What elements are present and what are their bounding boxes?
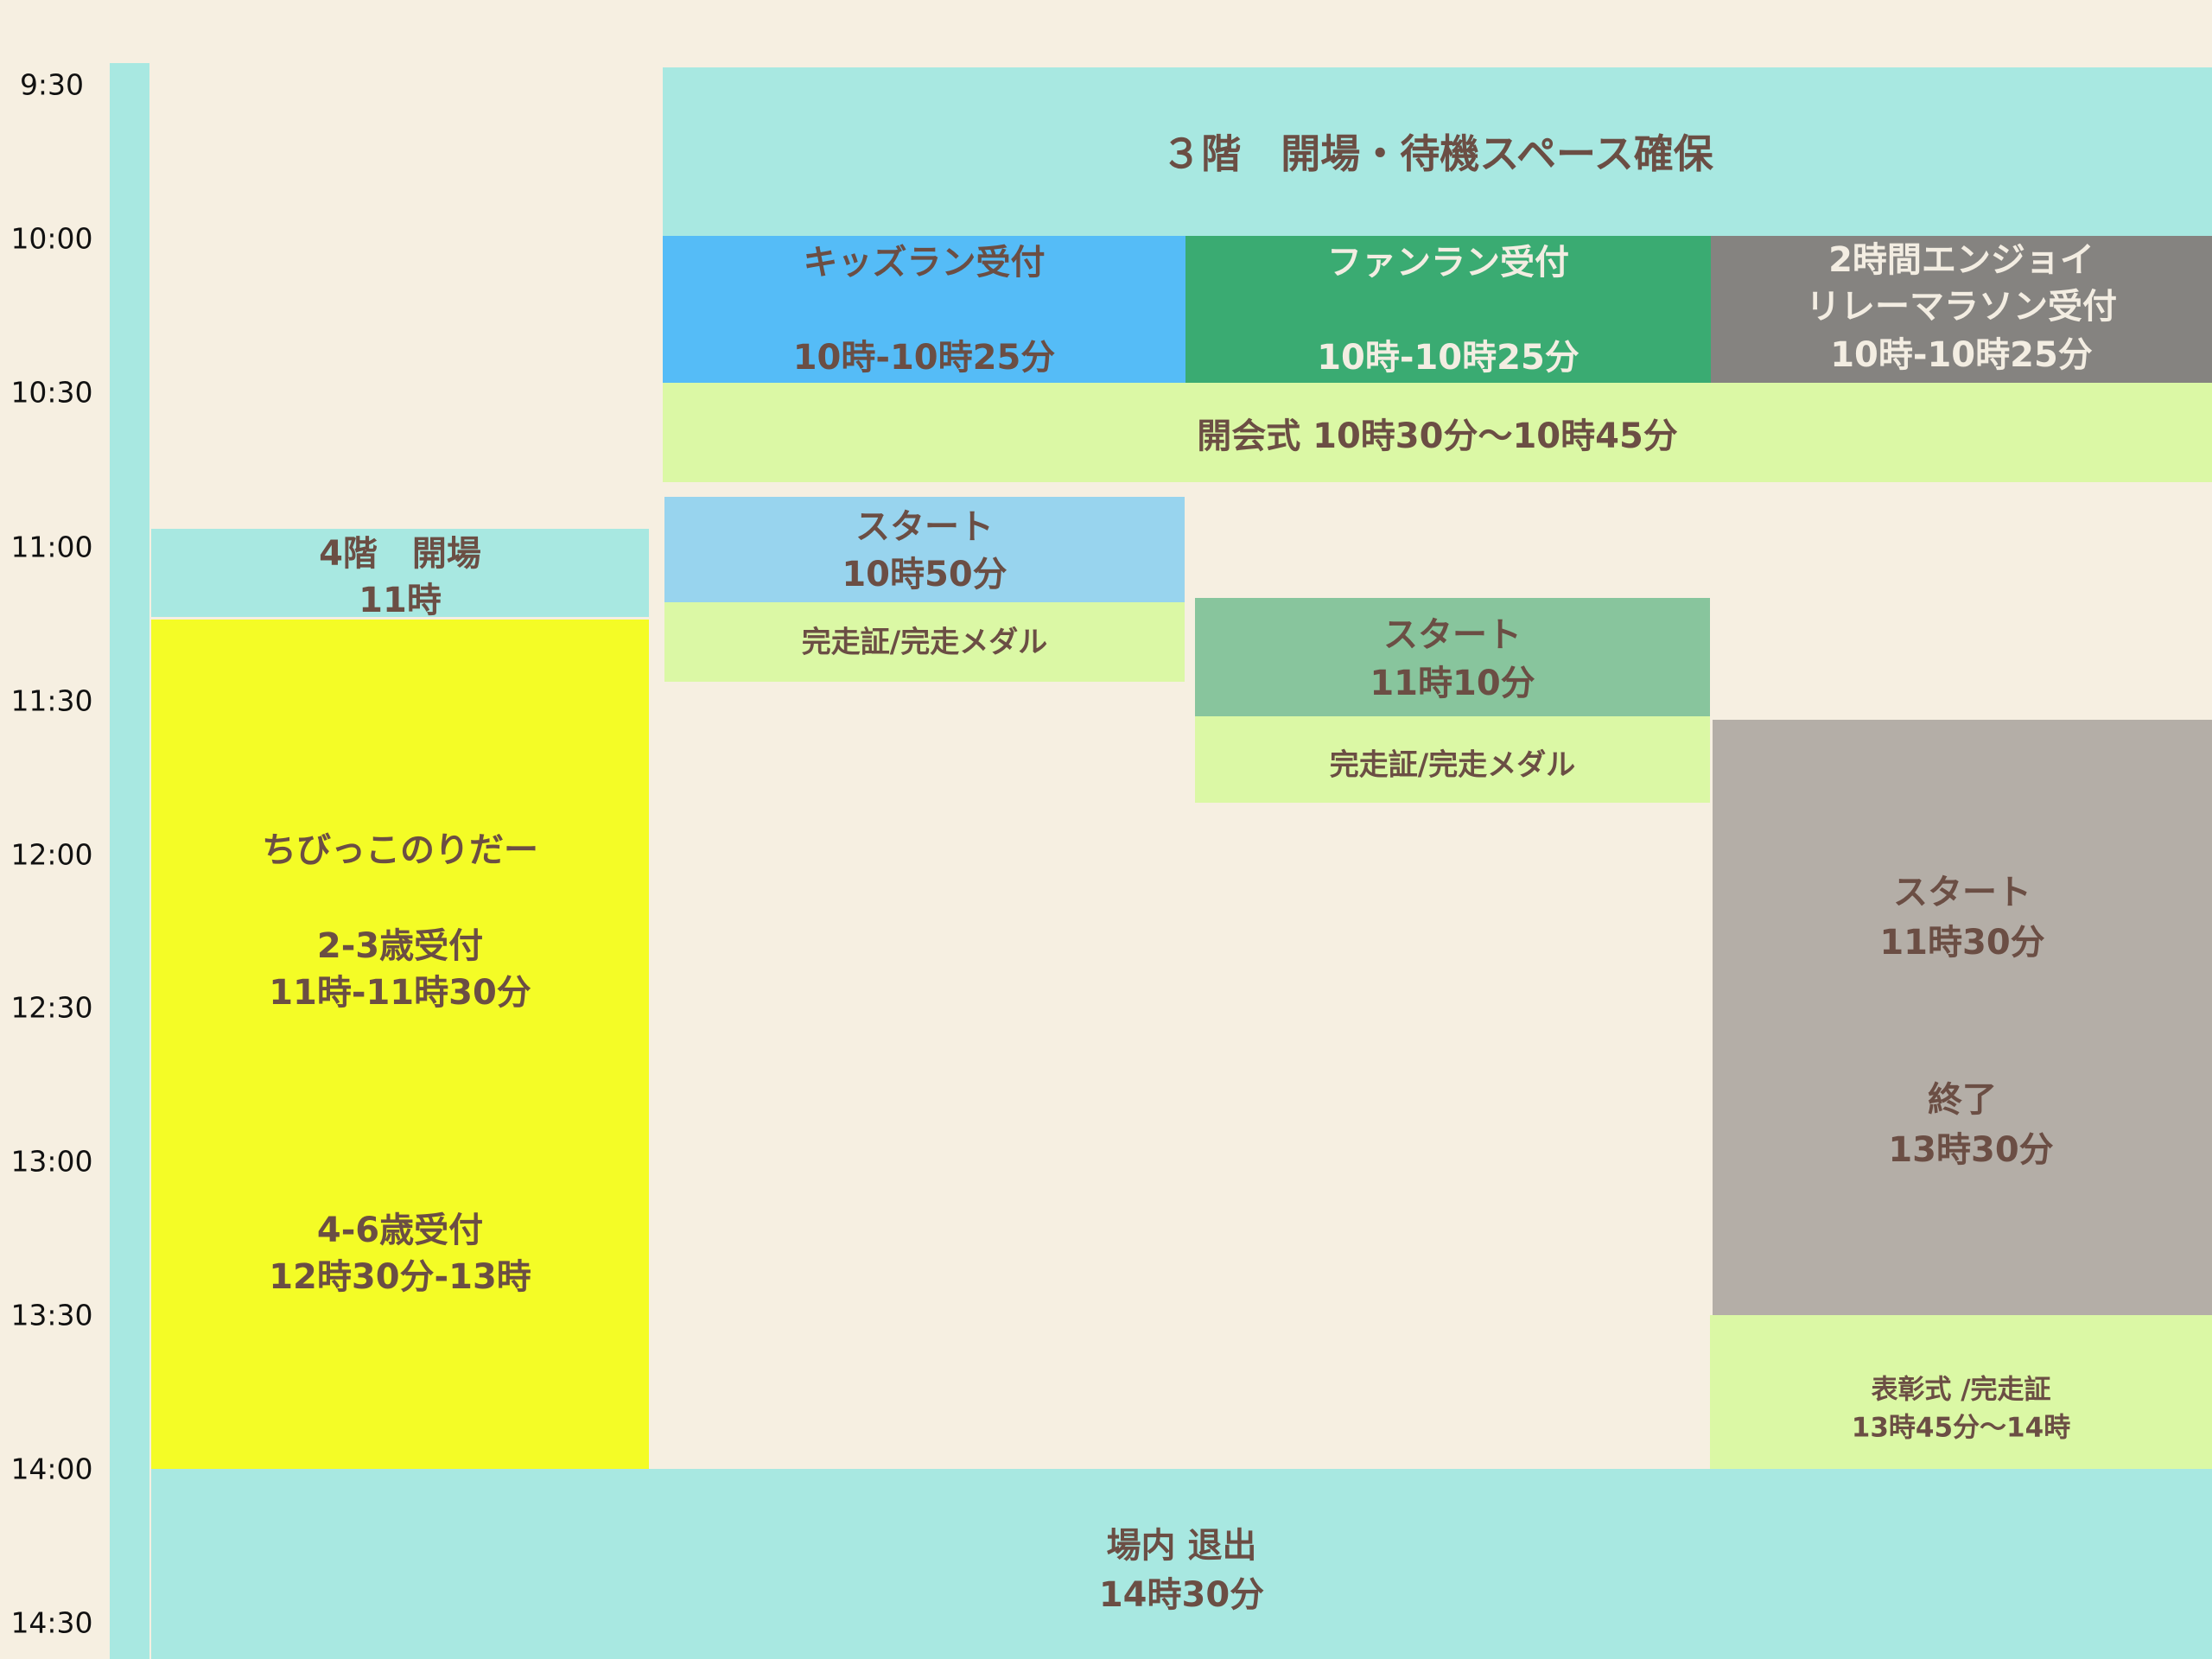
relay-end-time: 13時30分 [1888, 1130, 2054, 1170]
relay-reception-block: 2時間エンジョイ リレーマラソン受付 10時-10時25分 [1711, 236, 2212, 383]
award-line2: 13時45分〜14時 [1851, 1412, 2071, 1444]
time-label: 12:00 [10, 837, 93, 872]
time-label: 13:30 [10, 1298, 93, 1332]
chibikko-group2: 4-6歳受付 [316, 1211, 484, 1250]
chibikko-group1-time: 11時-11時30分 [269, 973, 531, 1013]
fun-start-title: スタート [1383, 615, 1522, 655]
floor3-open-label: ３階 開場・待機スペース確保 [1161, 130, 1713, 177]
floor4-open-line1: 4階 開場 [319, 534, 481, 574]
kids-reception-block: キッズラン受付 10時-10時25分 [663, 236, 1185, 383]
chibikko-title: ちびっこのりだー [262, 830, 538, 870]
kids-medal-label: 完走証/完走メダル [801, 625, 1048, 660]
fun-medal-label: 完走証/完走メダル [1329, 747, 1576, 783]
fun-reception-time: 10時-10時25分 [1317, 338, 1580, 378]
relay-start-time: 11時30分 [1879, 923, 2045, 963]
fun-start-block: スタート 11時10分 [1195, 598, 1710, 716]
time-label: 10:30 [10, 375, 93, 410]
relay-start-block: スタート 11時30分 終了 13時30分 [1713, 720, 2212, 1315]
kids-start-title: スタート [855, 507, 994, 547]
floor4-open-block: 4階 開場 11時 [151, 529, 649, 620]
fun-reception-title: ファンラン受付 [1327, 243, 1569, 283]
time-label: 10:00 [10, 221, 93, 256]
kids-medal-block: 完走証/完走メダル [664, 602, 1185, 682]
time-label: 11:00 [10, 530, 93, 564]
chibikko-group1: 2-3歳受付 [316, 926, 484, 966]
exit-line2: 14時30分 [1098, 1575, 1265, 1615]
timeline-bar [110, 63, 149, 1659]
award-line1: 表彰式 /完走証 [1871, 1374, 2051, 1406]
time-label: 9:30 [19, 67, 85, 102]
fun-medal-block: 完走証/完走メダル [1195, 716, 1710, 803]
floor3-open-block: ３階 開場・待機スペース確保 [663, 67, 2212, 236]
time-label: 14:00 [10, 1452, 93, 1486]
fun-reception-block: ファンラン受付 10時-10時25分 [1185, 236, 1711, 383]
relay-reception-line1: 2時間エンジョイ [1828, 240, 2094, 280]
time-label: 14:30 [10, 1605, 93, 1640]
kids-start-block: スタート 10時50分 [664, 497, 1185, 602]
time-label: 11:30 [10, 683, 93, 718]
floor4-open-line2: 11時 [359, 581, 442, 620]
chibikko-group2-time: 12時30分-13時 [269, 1257, 531, 1297]
fun-start-time: 11時10分 [1370, 664, 1535, 703]
time-label: 13:00 [10, 1144, 93, 1179]
chibikko-block: ちびっこのりだー 2-3歳受付 11時-11時30分 4-6歳受付 12時30分… [151, 620, 649, 1469]
time-label: 12:30 [10, 990, 93, 1025]
exit-block: 場内 退出 14時30分 [151, 1469, 2212, 1659]
kids-reception-time: 10時-10時25分 [792, 338, 1056, 378]
kids-reception-title: キッズラン受付 [803, 243, 1046, 283]
relay-reception-line2: リレーマラソン受付 [1806, 287, 2117, 327]
award-block: 表彰式 /完走証 13時45分〜14時 [1710, 1315, 2212, 1481]
relay-reception-time: 10時-10時25分 [1830, 335, 2093, 375]
relay-end-title: 終了 [1928, 1080, 1997, 1120]
opening-ceremony-block: 開会式 10時30分〜10時45分 [663, 383, 2212, 482]
kids-start-time: 10時50分 [842, 555, 1007, 594]
opening-ceremony-label: 開会式 10時30分〜10時45分 [1197, 416, 1678, 456]
exit-line1: 場内 退出 [1106, 1526, 1257, 1566]
relay-start-title: スタート [1893, 873, 2031, 912]
